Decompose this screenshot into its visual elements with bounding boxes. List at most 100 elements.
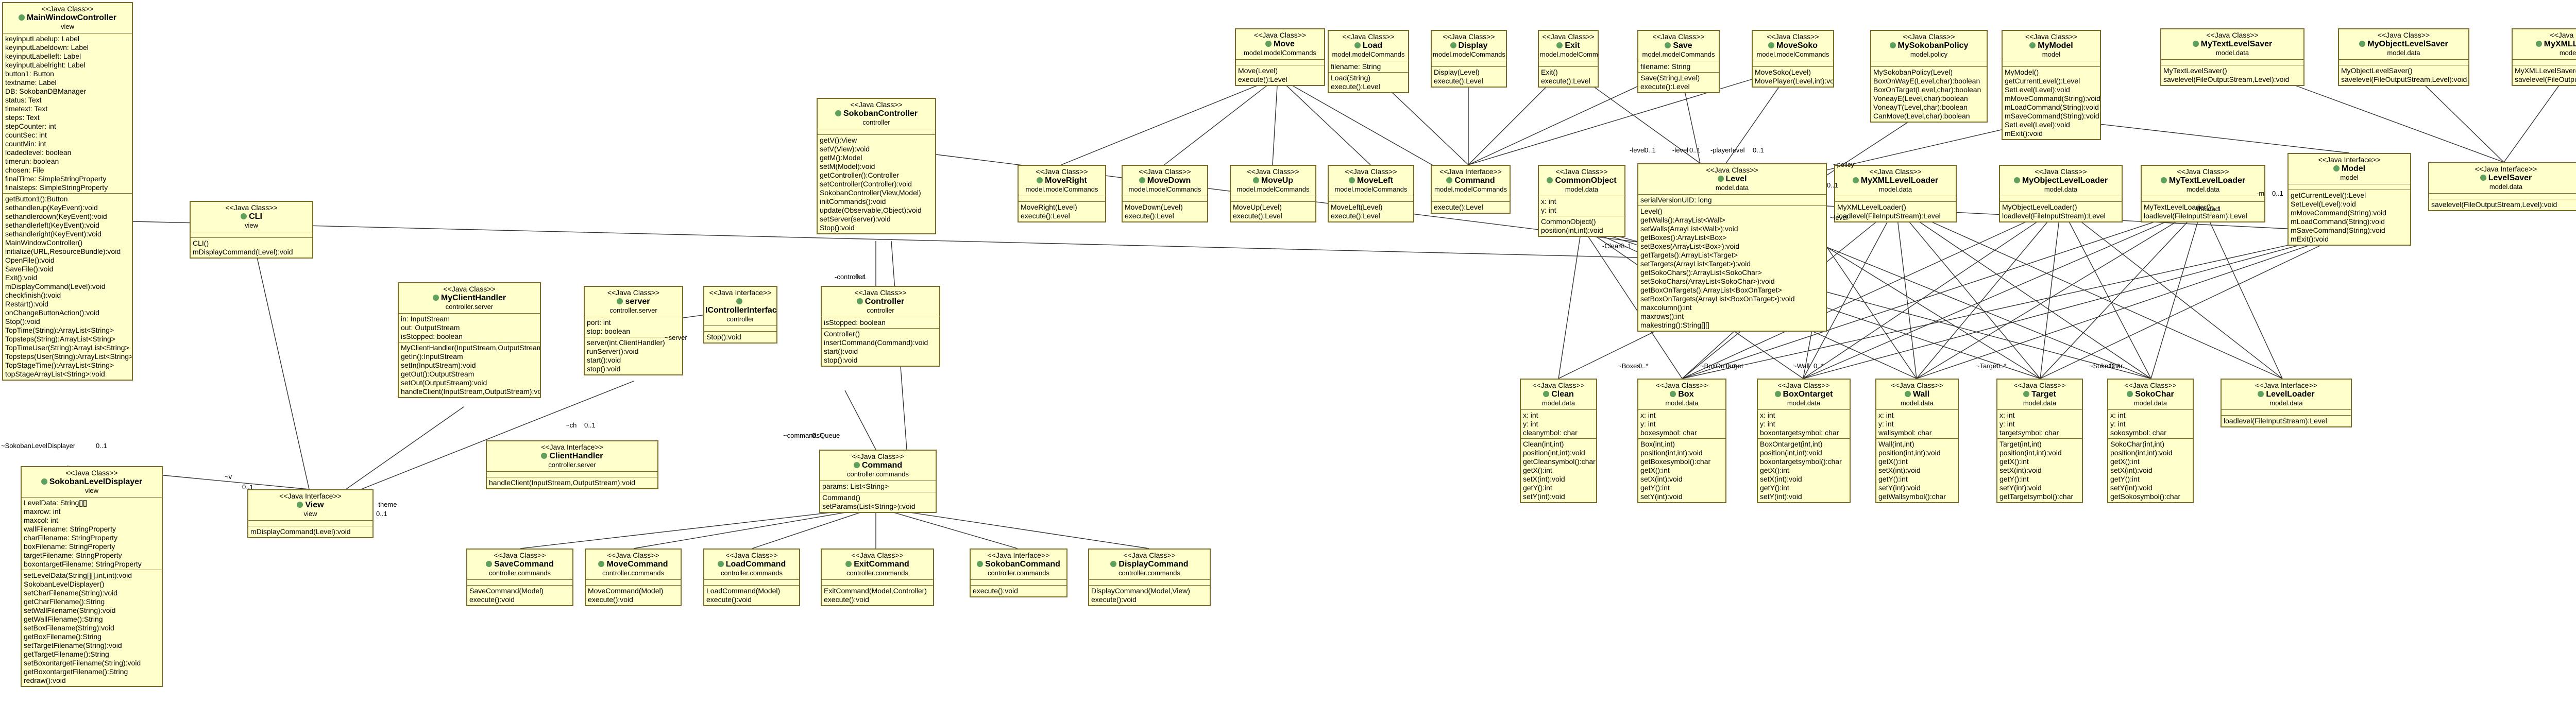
association-label: -controller [835, 273, 865, 281]
association-label: 0..1 [96, 442, 107, 450]
operation-row: Load(String) [1331, 74, 1371, 82]
class-box-exit[interactable]: <<Java Class>>Exitmodel.modelCommandsExi… [1538, 30, 1599, 88]
attribute-row: y: int [1523, 420, 1538, 428]
attribute-row: x: int [1878, 411, 1894, 419]
package-name: controller.commands [602, 569, 664, 577]
package-name: controller.commands [847, 470, 909, 478]
attributes-section [1019, 196, 1105, 202]
operation-row: MoveLeft(Level) [1331, 203, 1383, 211]
attribute-row: x: int [1999, 411, 2015, 419]
operation-row: setLevelData(String[][],int,int):void [24, 571, 132, 579]
class-box-myxmllevelsaver[interactable]: <<Java Class>>MyXMLLevelSavermodel.dataM… [2512, 28, 2576, 86]
operations-section: MyXMLLevelSaver()savelevel(FileOutputStr… [2513, 65, 2576, 85]
class-icon [1543, 391, 1550, 397]
class-icon [598, 561, 605, 567]
attributes-section [2513, 60, 2576, 65]
class-name: Move [1237, 40, 1323, 48]
attribute-row: y: int [1640, 420, 1656, 428]
operation-row: MyObjectLevelSaver() [2341, 66, 2413, 75]
class-name: BoxOntarget [1759, 390, 1849, 399]
operation-row: mSaveCommand(String):void [2005, 112, 2099, 120]
operation-row: setBoxFilename(String):void [24, 624, 114, 632]
stereotype: <<Java Class>> [2206, 31, 2259, 39]
class-name-text: Target [2031, 390, 2056, 399]
class-icon [1139, 177, 1145, 183]
package-name: controller.server [548, 461, 596, 469]
attribute-row: y: int [1999, 420, 2015, 428]
attribute-row: charFilename: StringProperty [24, 534, 118, 542]
class-name: SaveCommand [468, 560, 571, 569]
class-name: MyTextLevelLoader [2143, 176, 2263, 185]
attributes-section [1089, 580, 1210, 586]
class-name: SokobanController [819, 109, 934, 118]
operations-section: SaveCommand(Model)execute():void [467, 586, 572, 605]
relationship-line [2040, 205, 2061, 379]
package-name: model.modelCommands [1236, 185, 1310, 193]
attribute-row: port: int [587, 318, 611, 327]
class-name-text: MySokobanPolicy [1897, 41, 1969, 50]
stereotype: <<Java Class>> [443, 285, 496, 293]
stereotype: <<Java Class>> [1139, 167, 1191, 176]
class-name-text: ClientHandler [549, 452, 603, 460]
class-name-text: MyModel [2038, 41, 2073, 50]
attribute-row: textname: Label [5, 78, 57, 87]
operation-row: execute():Level [1434, 203, 1483, 211]
package-name: model.modelCommands [1332, 50, 1405, 58]
operation-row: sethandlerdown(KeyEvent):void [5, 212, 107, 220]
class-icon [2359, 41, 2366, 47]
class-name-text: MoveDown [1147, 176, 1191, 185]
